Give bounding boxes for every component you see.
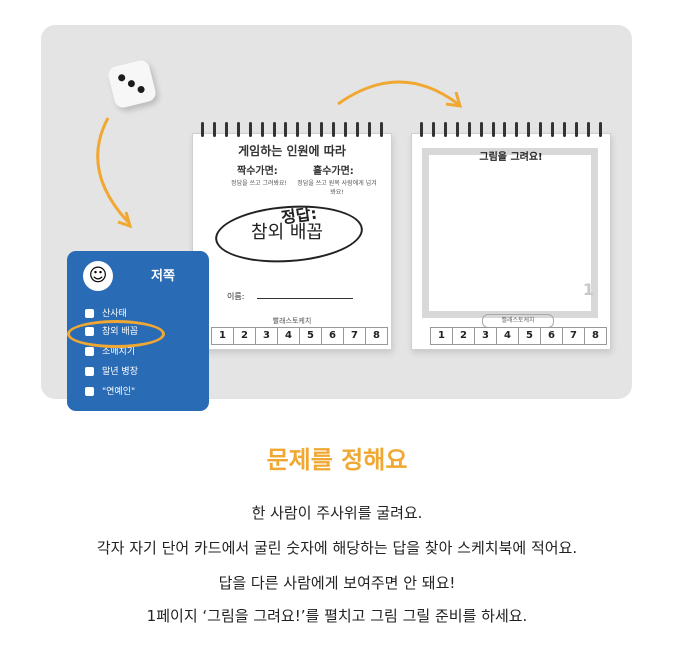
word-card: ☺ 저쪽 산사태 참외 배꼽 소매치기 말년 병장 "연예인" <box>67 251 209 411</box>
card-item: "연예인" <box>85 385 135 399</box>
page-tab: 3 <box>474 327 497 345</box>
odd-note: 정답을 쓰고 원목 사람에게 넘겨봐요! <box>297 180 377 196</box>
dice-face-icon <box>85 387 94 396</box>
description-line: 답을 다른 사람에게 보여주면 안 돼요! <box>218 574 456 592</box>
description-line: 각자 자기 단어 카드에서 굴린 숫자에 해당하는 답을 찾아 스케치북에 적어… <box>96 539 578 557</box>
page-tab: 1 <box>430 327 453 345</box>
smiley-face-icon: ☺ <box>83 261 113 291</box>
dice-face-icon <box>85 309 94 318</box>
answer-text: 참외 배꼽 <box>251 222 323 243</box>
page-tab: 4 <box>277 327 300 345</box>
page-tab: 5 <box>299 327 322 345</box>
answer-sketchbook: 게임하는 인원에 따라 짝수가면: 홀수가면: 정답을 쓰고 그려봐요! 정답을… <box>192 122 392 350</box>
page-tab: 8 <box>584 327 607 345</box>
page-tab: 7 <box>562 327 585 345</box>
description-line: 1페이지 ‘그림을 그려요!’를 펼치고 그림 그릴 준비를 하세요. <box>146 607 528 625</box>
page-tab: 7 <box>343 327 366 345</box>
card-item: 산사태 <box>85 307 127 321</box>
page-tab: 4 <box>496 327 519 345</box>
drawing-title: 그림을 그려요! <box>479 152 543 163</box>
page-tab: 3 <box>255 327 278 345</box>
page-tab: 8 <box>365 327 388 345</box>
highlight-oval <box>67 320 165 348</box>
page-tab: 6 <box>540 327 563 345</box>
page-tab: 6 <box>321 327 344 345</box>
description-line: 한 사람이 주사위를 굴려요. <box>251 504 423 522</box>
sketchbook-brand: 빨래스토케치 <box>482 314 554 328</box>
page-tab: 2 <box>233 327 256 345</box>
card-item: 소매치기 <box>85 345 135 359</box>
sketchbook-header: 게임하는 인원에 따라 <box>238 144 346 158</box>
page-tab: 2 <box>452 327 475 345</box>
dice-face-icon <box>85 347 94 356</box>
card-item: 말년 병장 <box>85 365 138 379</box>
headline: 문제를 정해요 <box>266 446 408 474</box>
page-tabs: 1 2 3 4 5 6 7 8 <box>211 327 388 345</box>
page-number: 1 <box>582 280 594 299</box>
page-tab: 1 <box>211 327 234 345</box>
page-tabs: 1 2 3 4 5 6 7 8 <box>430 327 607 345</box>
card-title: 저쪽 <box>151 269 175 284</box>
drawing-sketchbook: 그림을 그려요! 1 빨래스토케치 1 2 3 4 5 6 7 8 <box>411 122 611 350</box>
even-note: 정답을 쓰고 그려봐요! <box>231 180 287 187</box>
even-label: 짝수가면: <box>237 166 278 177</box>
name-line <box>257 298 353 299</box>
dice-face-icon <box>85 367 94 376</box>
page-tab: 5 <box>518 327 541 345</box>
name-label: 이름: <box>227 292 245 301</box>
odd-label: 홀수가면: <box>313 166 354 177</box>
sketchbook-brand: 빨래스토케치 <box>272 317 312 325</box>
drawing-frame <box>422 148 598 318</box>
